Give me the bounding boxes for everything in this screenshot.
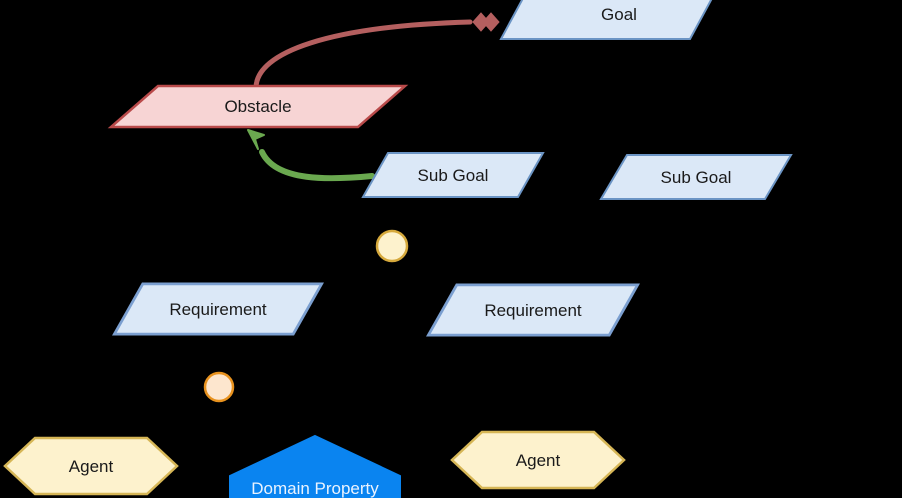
resolution-link-path [259, 149, 375, 182]
requirement-left-shape [112, 282, 324, 336]
node-subgoal-right[interactable]: Sub Goal [599, 154, 793, 200]
requirement-right-shape [426, 283, 640, 337]
node-domain-property[interactable]: Domain Property [228, 434, 402, 498]
agent-left-shape [3, 436, 179, 496]
node-requirement-left[interactable]: Requirement [112, 282, 324, 336]
resolution-arrowhead-icon [247, 129, 265, 150]
edge-resolution-link[interactable] [247, 129, 375, 182]
refinement-upper-circle-icon [375, 229, 409, 263]
node-refinement-upper[interactable] [374, 228, 410, 264]
node-goal[interactable]: Goal [499, 0, 718, 40]
subgoal-right-shape [599, 154, 793, 200]
agent-right-shape [450, 430, 626, 490]
obstruction-marker-diamond-outer [482, 12, 500, 32]
obstruction-marker-diamond-inner [472, 12, 490, 32]
node-agent-left[interactable]: Agent [3, 436, 179, 496]
node-agent-right[interactable]: Agent [450, 430, 626, 490]
edge-obstruction-link[interactable] [253, 12, 500, 91]
refinement-lower-circle-icon [203, 371, 235, 403]
obstacle-shape [107, 84, 409, 129]
goal-shape [499, 0, 713, 40]
node-subgoal-left[interactable]: Sub Goal [361, 152, 545, 198]
node-requirement-right[interactable]: Requirement [426, 283, 640, 337]
domain-property-shape [229, 434, 401, 498]
node-refinement-lower[interactable] [202, 370, 236, 404]
node-obstacle[interactable]: Obstacle [107, 84, 409, 129]
obstruction-link-path [253, 19, 473, 91]
subgoal-left-shape [361, 152, 545, 198]
